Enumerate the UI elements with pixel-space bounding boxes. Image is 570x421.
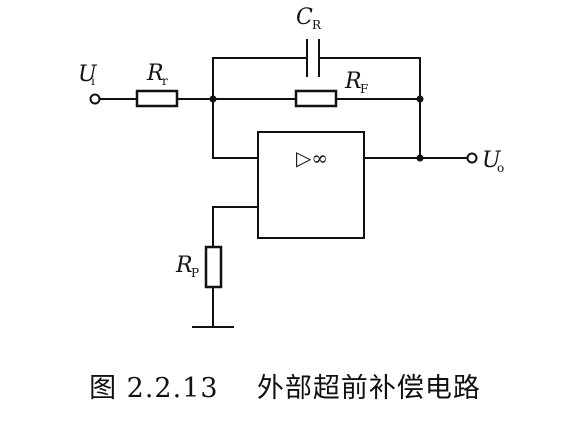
output-label-sub: o: [497, 161, 504, 175]
cf-label: C: [296, 5, 313, 30]
resistor-rf: [294, 89, 338, 108]
r1-label-sub: r: [162, 74, 168, 88]
rf-label-sub: F: [360, 82, 368, 96]
opamp-block: [257, 131, 365, 239]
figure-caption: 图 2.2.13 外部超前补偿电路: [0, 366, 570, 405]
input-label: U: [78, 62, 98, 87]
figure-title: 外部超前补偿电路: [256, 373, 481, 404]
figure-number: 图 2.2.13: [89, 373, 219, 404]
cf-label-sub: R: [312, 18, 322, 32]
resistor-rp: [204, 245, 223, 289]
r1-label: R: [146, 61, 164, 86]
output-terminal: [466, 152, 478, 164]
opamp-symbol: ▷∞: [296, 146, 328, 170]
input-terminal: [89, 93, 101, 105]
rp-label: R: [175, 253, 193, 278]
resistor-r1: [135, 89, 179, 108]
junction-output: [416, 154, 424, 162]
junction-feedback: [416, 95, 424, 103]
rf-label: R: [344, 69, 362, 94]
output-label: U: [482, 148, 502, 173]
rp-label-sub: P: [191, 266, 199, 280]
input-label-sub: i: [91, 74, 95, 88]
